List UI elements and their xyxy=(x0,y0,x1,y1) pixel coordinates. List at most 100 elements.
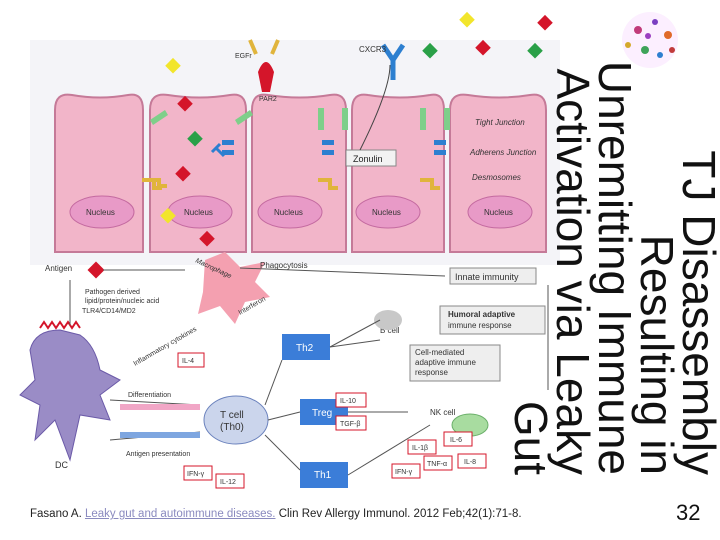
desmosome xyxy=(420,178,440,190)
receptors: EGFr PAR2 CXCR3 xyxy=(235,39,406,103)
nucleus-label-5: Nucleus xyxy=(484,208,513,217)
zonulin-box xyxy=(345,149,397,167)
tight-junction-protein xyxy=(318,108,324,130)
tcell-bar-pink xyxy=(120,404,200,410)
desmosome xyxy=(318,178,338,190)
tcell-bar-blue xyxy=(120,432,200,438)
bacteria-shape xyxy=(150,110,168,125)
antigen-green-diamond xyxy=(187,130,203,147)
treg-label: Treg xyxy=(312,408,332,419)
cxcr3-label: CXCR3 xyxy=(359,45,387,54)
page-number: 32 xyxy=(676,500,701,525)
citation-journal: Clin Rev Allergy Immunol. 2012 Feb;42(1)… xyxy=(275,508,522,520)
egfr-receptor-ligand xyxy=(248,39,280,55)
adherens-junction-protein xyxy=(434,140,446,145)
tight-junction-label: Tight Junction xyxy=(475,118,525,127)
egfr-label: EGFr xyxy=(235,53,252,60)
il8-label: IL-8 xyxy=(464,459,476,466)
par2-label: PAR2 xyxy=(259,96,277,103)
brain-logo-icon xyxy=(622,12,678,68)
adherens-junction-protein xyxy=(222,140,234,145)
humoral-box xyxy=(439,305,546,335)
il1b-label: IL-1β xyxy=(412,445,428,452)
bacteria-shape xyxy=(145,178,167,188)
zonulin-arrow xyxy=(359,64,391,151)
immune-cell-lymph xyxy=(374,310,402,330)
th1-box xyxy=(300,462,348,488)
cell-mediated-label-line1: Cell-mediated xyxy=(415,348,464,357)
citation-link[interactable]: Leaky gut and autoimmune diseases. xyxy=(84,508,276,520)
epithelial-cell-3 xyxy=(251,93,347,253)
nucleus-3 xyxy=(257,195,323,229)
innate-immunity-box xyxy=(449,267,537,285)
citation: Fasano A. Leaky gut and autoimmune disea… xyxy=(30,508,522,520)
cytokines: IL-4 IL-10 TGF-β IL-1β IL-6 TNF-α IL-8 I… xyxy=(177,352,487,489)
egfr-receptor xyxy=(258,62,274,92)
macrophage-shape xyxy=(198,252,270,324)
b-cell-label: B cell xyxy=(380,326,400,335)
slide-title-container: TJ Disassembly Resulting in Unremitting … xyxy=(505,0,720,500)
il4-label: IL-4 xyxy=(182,358,194,365)
nk-cell-label: NK cell xyxy=(430,408,456,417)
phagocytosis-label: Phagocytosis xyxy=(260,261,308,270)
adherens-junction-label: Adherens Junction xyxy=(469,148,537,157)
nucleus-4 xyxy=(355,195,421,229)
il10-label: IL-10 xyxy=(340,398,356,405)
nucleus-label-4: Nucleus xyxy=(372,208,401,217)
antigen-label: Antigen xyxy=(45,264,72,273)
tight-junction-protein xyxy=(444,108,450,130)
tlr-label: TLR4/CD14/MD2 xyxy=(82,308,136,315)
t-cell-label-line1: T cell xyxy=(220,410,244,421)
ifng-left-label: IFN-γ xyxy=(187,471,205,478)
pathogen-antigen xyxy=(87,261,105,279)
tnfa-label: TNF-α xyxy=(427,461,447,468)
nuclei: Nucleus Nucleus Nucleus Nucleus Nucleus xyxy=(69,195,533,229)
nucleus-label-2: Nucleus xyxy=(184,208,213,217)
zonulin-label: Zonulin xyxy=(353,154,383,164)
th2-label: Th2 xyxy=(296,343,314,354)
cell-mediated-label-line2: adaptive immune xyxy=(415,358,476,367)
antigen-red-diamond xyxy=(199,230,215,247)
adherens-junction-protein xyxy=(322,150,334,155)
differentiation-label: Differentiation xyxy=(128,392,171,399)
tlr-receptors xyxy=(39,320,81,330)
bacteria-shape xyxy=(235,110,253,125)
humoral-label-line2: immune response xyxy=(448,321,512,330)
pathogen-label-line1: Pathogen derived xyxy=(85,289,140,296)
antigen-presentation-label: Antigen presentation xyxy=(126,451,190,458)
tgfb-label: TGF-β xyxy=(340,421,360,428)
tight-junction-protein xyxy=(420,108,426,130)
connectors xyxy=(69,267,549,476)
nucleus-label-3: Nucleus xyxy=(274,208,303,217)
epithelial-cell-4 xyxy=(351,93,445,253)
th1-label: Th1 xyxy=(314,470,332,481)
cxcr3-receptor xyxy=(380,43,406,80)
pathogen-label-line2: lipid/protein/nucleic acid xyxy=(85,298,159,305)
cell-mediated-label-line3: response xyxy=(415,368,448,377)
tight-junction-protein xyxy=(342,108,348,130)
dc-label: DC xyxy=(55,460,68,470)
adherens-junction-protein xyxy=(222,150,234,155)
antigen-red-diamond xyxy=(177,95,193,112)
adherens-junction-protein xyxy=(322,140,334,145)
t-cell-label-line2: (Th0) xyxy=(220,422,244,433)
antigen-yellow-diamond xyxy=(160,207,176,224)
bacteria-shape xyxy=(210,142,226,158)
adherens-junction-protein xyxy=(434,150,446,155)
slide-title: TJ Disassembly Resulting in Unremitting … xyxy=(505,60,720,475)
antigen-yellow-diamond xyxy=(165,57,181,74)
citation-author: Fasano A. xyxy=(30,508,85,520)
desmosomes-label: Desmosomes xyxy=(472,173,521,182)
innate-immunity-label: Innate immunity xyxy=(455,272,519,282)
th2-box xyxy=(282,334,330,360)
nucleus-label-1: Nucleus xyxy=(86,208,115,217)
cell-mediated-box xyxy=(409,344,501,382)
ifng-right-label: IFN-γ xyxy=(395,469,413,476)
il12-label: IL-12 xyxy=(220,479,236,486)
nucleus-5 xyxy=(467,195,533,229)
dendritic-cell xyxy=(19,329,121,462)
il6-label: IL-6 xyxy=(450,437,462,444)
antigen-yellow-diamond xyxy=(459,11,475,28)
nucleus-1 xyxy=(69,195,135,229)
